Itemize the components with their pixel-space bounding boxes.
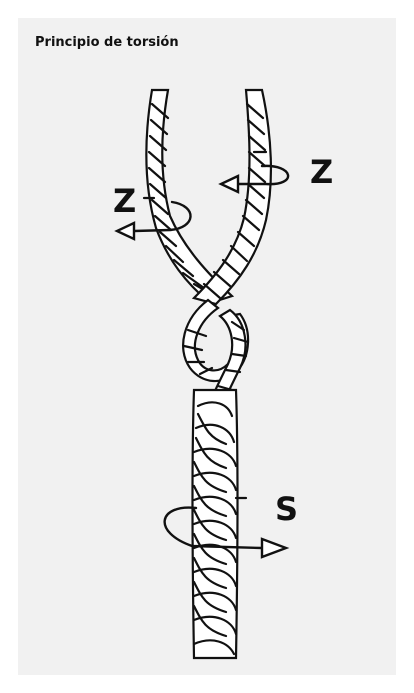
combined-rope (193, 390, 238, 658)
twist-diagram: Z Z S (18, 18, 396, 675)
rope-twist-label: S (275, 490, 298, 528)
right-strand-label: Z (310, 153, 333, 191)
diagram-panel: Principio de torsión (18, 18, 396, 675)
left-strand-label: Z (113, 182, 136, 220)
